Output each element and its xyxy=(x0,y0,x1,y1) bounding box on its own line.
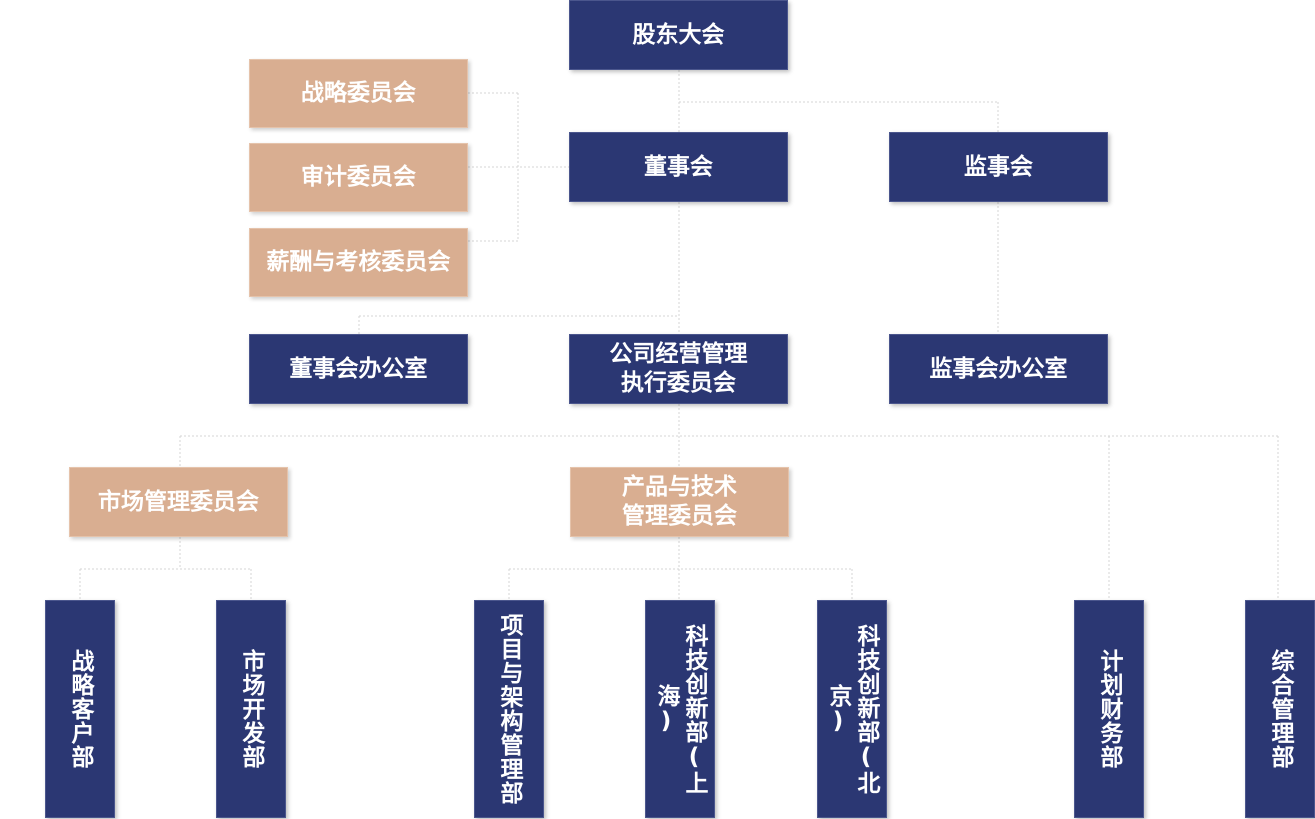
board-of-directors-box: 董事会 xyxy=(569,132,788,202)
executive-committee-box: 公司经营管理 执行委员会 xyxy=(569,334,788,404)
finance-planning-dept-box: 计划财务部 xyxy=(1074,600,1144,818)
innovation-beijing-dept-box: 科技创新部(北京) xyxy=(817,600,887,818)
strategy-committee-box: 战略委员会 xyxy=(249,59,468,128)
audit-committee-box: 审计委员会 xyxy=(249,143,468,212)
shareholders-meeting-box: 股东大会 xyxy=(569,0,788,70)
market-dev-dept-box: 市场开发部 xyxy=(216,600,286,818)
board-office-box: 董事会办公室 xyxy=(249,334,468,404)
innovation-shanghai-dept-box: 科技创新部(上海) xyxy=(645,600,715,818)
market-committee-box: 市场管理委员会 xyxy=(69,467,288,537)
strategic-clients-dept-box: 战略客户部 xyxy=(45,600,115,818)
project-arch-dept-box: 项目与架构管理部 xyxy=(474,600,544,818)
supervisory-office-box: 监事会办公室 xyxy=(889,334,1108,404)
general-mgmt-dept-box: 综合管理部 xyxy=(1245,600,1315,818)
compensation-committee-box: 薪酬与考核委员会 xyxy=(249,228,468,297)
supervisory-board-box: 监事会 xyxy=(889,132,1108,202)
product-tech-committee-box: 产品与技术 管理委员会 xyxy=(570,467,789,537)
